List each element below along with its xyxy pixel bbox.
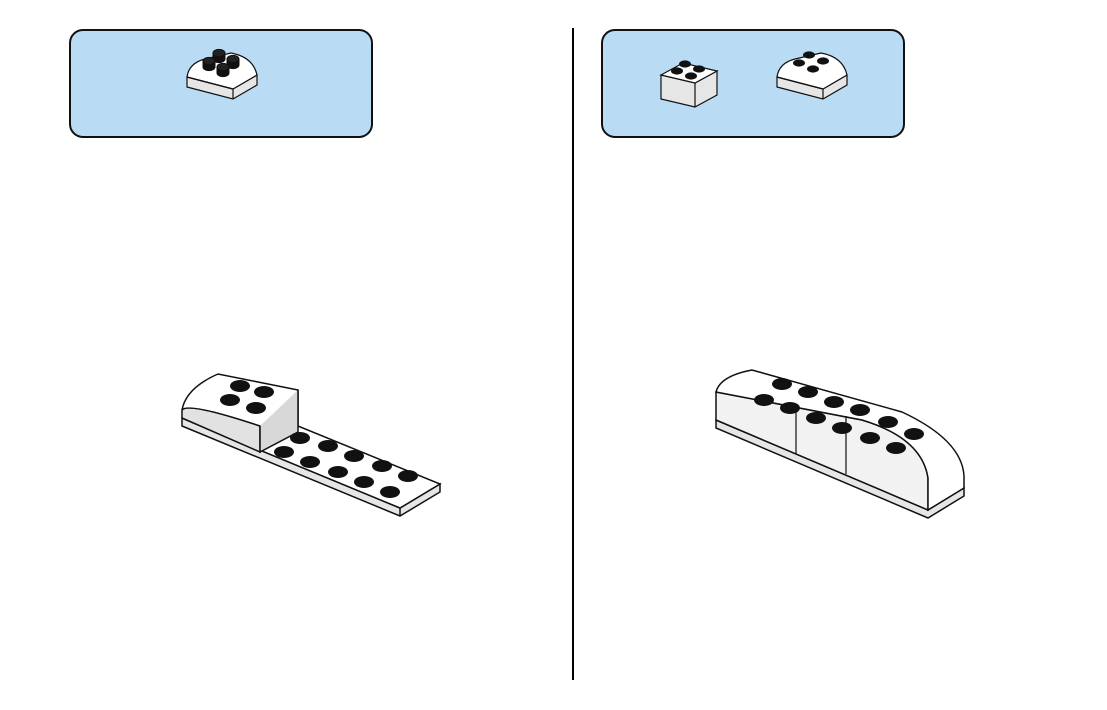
page-divider <box>572 28 574 680</box>
curved-slope-brick-2x2-icon <box>183 45 263 107</box>
brick-2x2-icon <box>659 47 721 111</box>
curved-slope-brick-2x2-icon <box>773 45 853 107</box>
model-step-left-icon <box>178 366 448 526</box>
model-step-right-icon <box>712 368 968 528</box>
parts-callout-right <box>601 29 905 138</box>
parts-callout-left <box>69 29 373 138</box>
